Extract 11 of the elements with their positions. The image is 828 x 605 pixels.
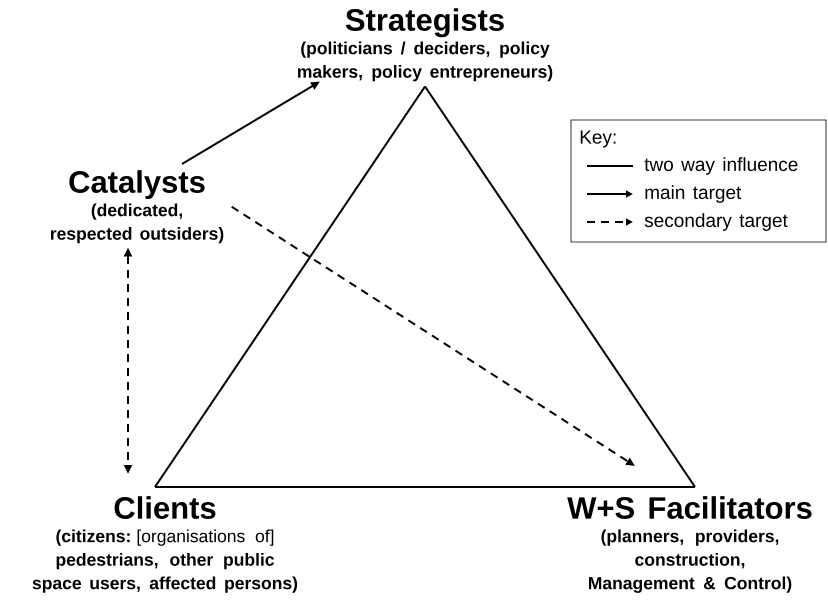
legend-text: two way influence <box>644 157 798 175</box>
legend-text: main target <box>645 185 742 203</box>
role-label: Catalysts (dedicated, respected outsiders) <box>50 170 224 244</box>
triangle-side <box>154 86 426 488</box>
triangle-side <box>424 86 696 488</box>
triangle-side <box>155 486 695 488</box>
legend-title: Key: <box>580 130 616 148</box>
role-label: Strategists (politicians / deciders, policy makers, policy entrepreneurs) <box>298 8 552 82</box>
role-label: Clients (citizens: [organisations of] pedestrians, other public space users, affected persons) <box>32 496 298 593</box>
role-label: W+S Facilitators (planners, providers, construction, Management & Control) <box>567 496 812 593</box>
legend-text: secondary target <box>644 213 788 231</box>
